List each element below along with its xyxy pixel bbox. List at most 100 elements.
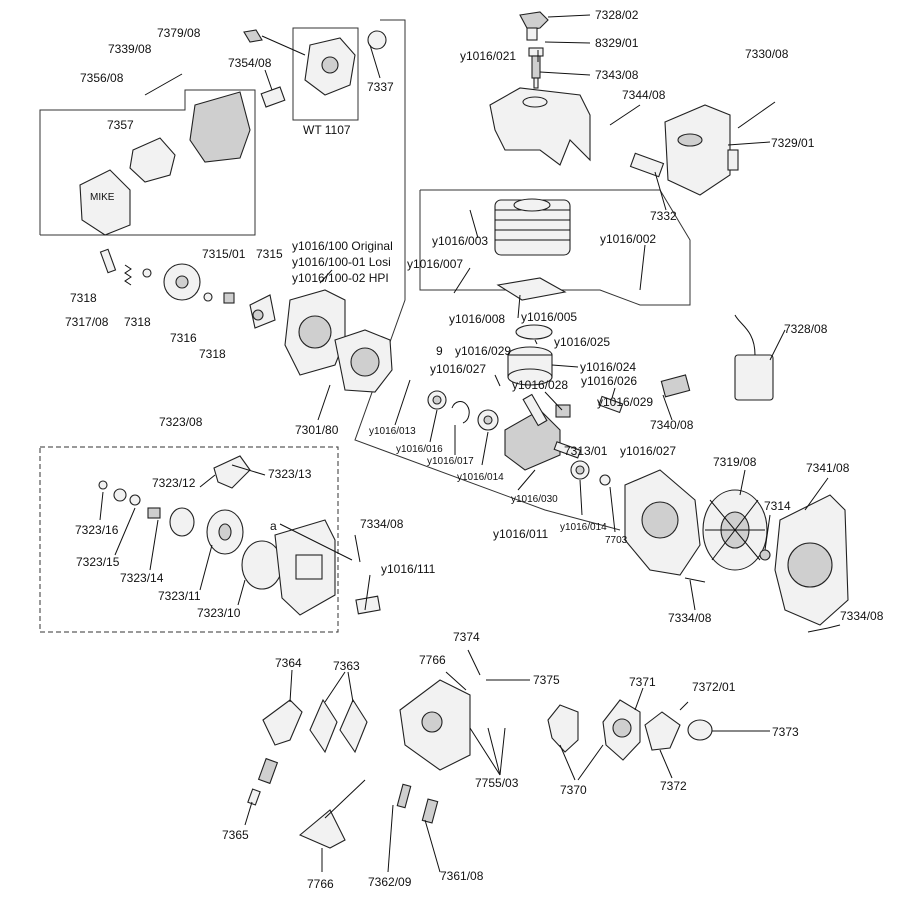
flywheel-part — [702, 489, 768, 571]
clutch-bell-part — [249, 294, 276, 329]
label-y1016-026: y1016/026 — [581, 374, 637, 388]
label-7339-08: 7339/08 — [108, 42, 152, 56]
label-7317-08: 7317/08 — [65, 315, 109, 329]
label-7766-a: 7766 — [419, 653, 446, 667]
label-7323-16: 7323/16 — [75, 523, 119, 537]
label-y1016-013: y1016/013 — [369, 426, 416, 437]
label-7372: 7372 — [660, 779, 687, 793]
label-7374: 7374 — [453, 630, 480, 644]
label-y1016-025: y1016/025 — [554, 335, 610, 349]
label-7354-08: 7354/08 — [228, 56, 272, 70]
label-7318-b: 7318 — [124, 315, 151, 329]
label-y1016-003: y1016/003 — [432, 234, 488, 248]
label-7362-09: 7362/09 — [368, 875, 412, 889]
label-y1016-014-b: y1016/014 — [560, 522, 607, 533]
label-7328-02: 7328/02 — [595, 8, 639, 22]
label-y1016-017: y1016/017 — [427, 456, 474, 467]
label-7314: 7314 — [764, 499, 791, 513]
label-y1016-014-a: y1016/014 — [457, 472, 504, 483]
label-7365: 7365 — [222, 828, 249, 842]
label-y1016-008: y1016/008 — [449, 312, 505, 326]
label-y1016-029-b: y1016/029 — [597, 395, 653, 409]
label-7301-80: 7301/80 — [295, 423, 339, 437]
label-y1016-027-a: y1016/027 — [430, 362, 486, 376]
label-y1016-024: y1016/024 — [580, 360, 636, 374]
label-7323-08: 7323/08 — [159, 415, 203, 429]
label-7766-b: 7766 — [307, 877, 334, 891]
label-7334-08-c: 7334/08 — [840, 609, 884, 623]
clutch-part — [163, 263, 201, 301]
label-y1016-030: y1016/030 — [511, 494, 558, 505]
label-7328-08: 7328/08 — [784, 322, 828, 336]
label-7323-11: 7323/11 — [158, 589, 201, 603]
label-7343-08: 7343/08 — [595, 68, 639, 82]
label-y1016-016: y1016/016 — [396, 444, 443, 455]
label-y1016-111: y1016/111 — [381, 562, 436, 576]
label-y1016-028: y1016/028 — [512, 378, 568, 392]
label-7755-03: 7755/03 — [475, 776, 519, 790]
label-7364: 7364 — [275, 656, 302, 670]
label-7344-08: 7344/08 — [622, 88, 666, 102]
label-7334-08-a: 7334/08 — [360, 517, 404, 531]
label-y1016-011: y1016/011 — [493, 527, 548, 541]
label-y1016-027-b: y1016/027 — [620, 444, 676, 458]
label-7315-01: 7315/01 — [202, 247, 246, 261]
carburetor-lower-parts — [247, 679, 713, 849]
label-7332: 7332 — [650, 209, 677, 223]
label-7337: 7337 — [367, 80, 394, 94]
label-7318-a: 7318 — [70, 291, 97, 305]
label-7315: 7315 — [256, 247, 283, 261]
label-7372-01: 7372/01 — [692, 680, 736, 694]
label-7330-08: 7330/08 — [745, 47, 789, 61]
label-y1016-021: y1016/021 — [460, 49, 516, 63]
label-7323-14: 7323/14 — [120, 571, 164, 585]
label-7356-08: 7356/08 — [80, 71, 124, 85]
label-7370: 7370 — [560, 783, 587, 797]
label-7375: 7375 — [533, 673, 560, 687]
label-7316: 7316 — [170, 331, 197, 345]
label-7318-c: 7318 — [199, 347, 226, 361]
label-7341-08: 7341/08 — [806, 461, 850, 475]
label-7319-08: 7319/08 — [713, 455, 757, 469]
label-y1016-007: y1016/007 — [407, 257, 463, 271]
fan-cover-part — [774, 494, 849, 626]
label-7323-12: 7323/12 — [152, 476, 196, 490]
air-filter-cover-text: MIKE — [90, 192, 115, 203]
label-y1016-029-a: y1016/029 — [455, 344, 511, 358]
label-7379-08: 7379/08 — [157, 26, 201, 40]
label-7361-08: 7361/08 — [440, 869, 484, 883]
label-y1016-100-01-losi: y1016/100-01 Losi — [292, 255, 391, 269]
label-8329-01: 8329/01 — [595, 36, 639, 50]
cylinder-part — [494, 198, 571, 256]
label-7371: 7371 — [629, 675, 656, 689]
label-7329-01: 7329/01 — [771, 136, 815, 150]
label-7313-01: 7313/01 — [564, 444, 608, 458]
label-7334-08-b: 7334/08 — [668, 611, 712, 625]
label-y1016-005: y1016/005 — [521, 310, 577, 324]
air-filter-part: MIKE — [79, 91, 251, 236]
label-7373: 7373 — [772, 725, 799, 739]
label-wt-1107: WT 1107 — [303, 123, 351, 137]
label-7357: 7357 — [107, 118, 134, 132]
label-7363: 7363 — [333, 659, 360, 673]
label-7323-15: 7323/15 — [76, 555, 120, 569]
label-y1016-100-original: y1016/100 Original — [292, 239, 393, 253]
label-7340-08: 7340/08 — [650, 418, 694, 432]
crankshaft-part — [504, 393, 582, 471]
label-7703: 7703 — [605, 535, 628, 546]
label-y1016-100-02-hpi: y1016/100-02 HPI — [292, 271, 389, 285]
spark-plug-cap-part — [519, 11, 549, 41]
leader-lines — [99, 14, 841, 873]
label-y1016-002: y1016/002 — [600, 232, 656, 246]
parts-drawings: MIKE — [79, 11, 849, 849]
cylinder-cover-part — [489, 87, 591, 166]
label-7323-13: 7323/13 — [268, 467, 312, 481]
spark-plug-part — [528, 47, 544, 89]
label-9: 9 — [436, 344, 443, 358]
ignition-coil-part — [734, 314, 774, 401]
carburetor-top-part — [304, 37, 356, 96]
crankcase-left-part — [284, 289, 393, 393]
label-7323-10: 7323/10 — [197, 606, 241, 620]
piston-part — [507, 346, 553, 386]
